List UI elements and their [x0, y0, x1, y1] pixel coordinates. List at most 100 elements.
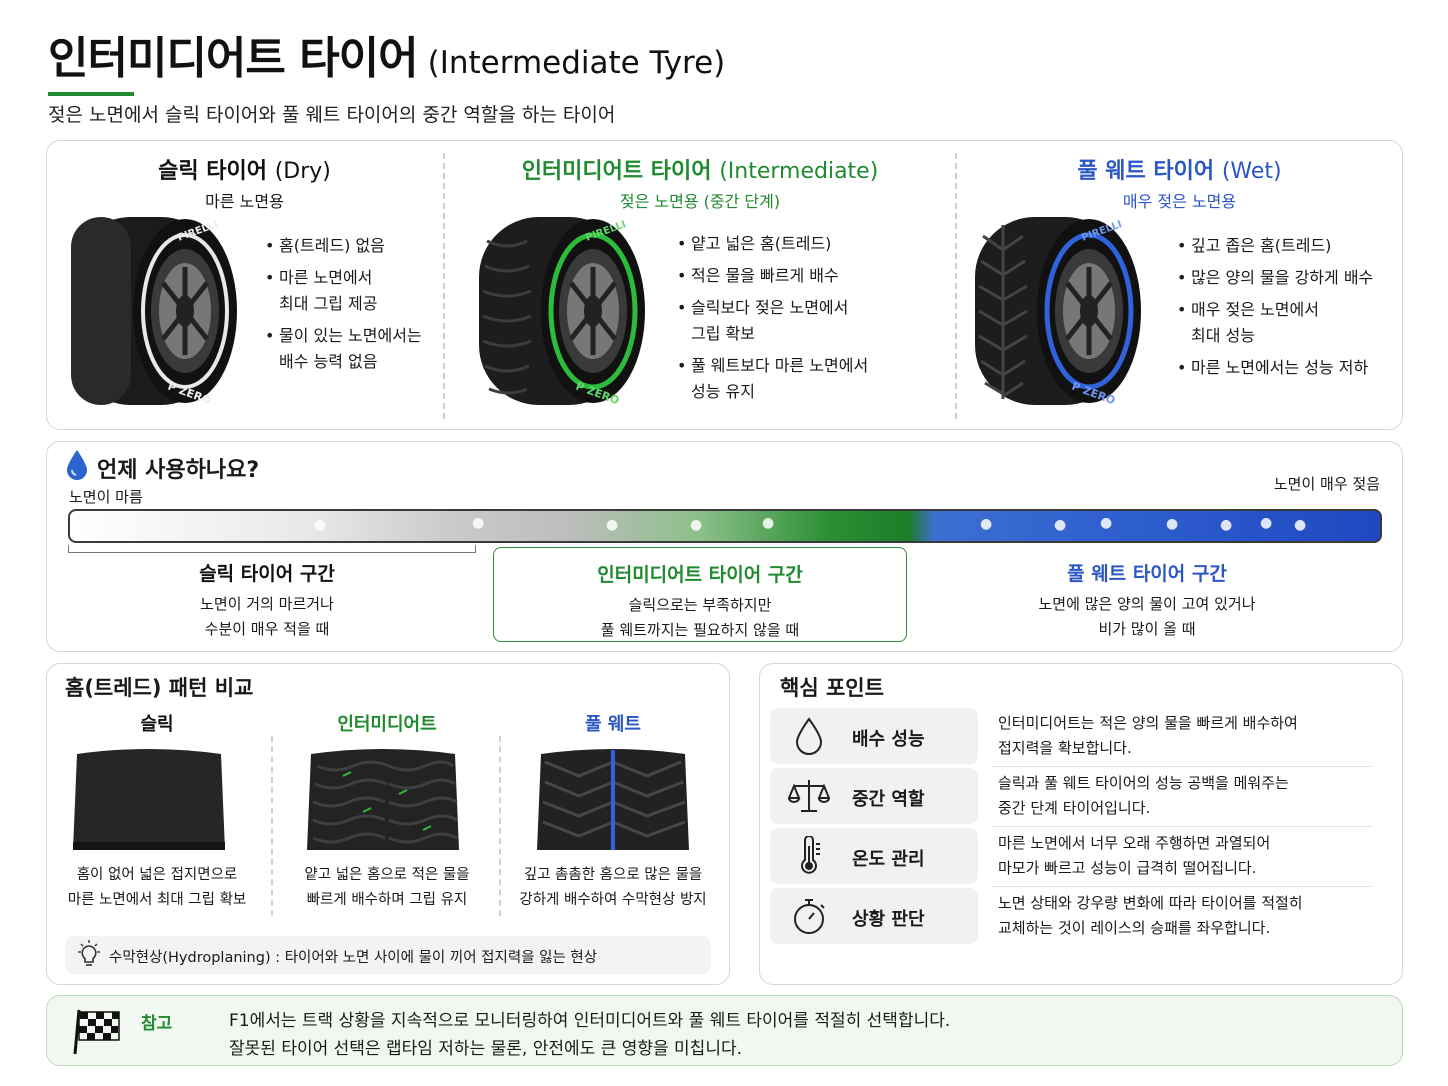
list-item: 물이 있는 노면에서는 배수 능력 없음: [265, 323, 422, 375]
drop-icon: ●: [1260, 515, 1273, 531]
tyre-types-panel: 슬릭 타이어 (Dry) 마른 노면용 PIRELLI P ZERO 홈(트레드…: [46, 140, 1403, 430]
list-item: 적은 물을 빠르게 배수: [677, 263, 868, 289]
tread-slick-desc: 홈이 없어 넓은 접지면으로 마른 노면에서 최대 그립 확보: [67, 867, 247, 908]
point-badge: 온도 관리: [770, 828, 978, 884]
tread-intermediate-desc: 얕고 넓은 홈으로 적은 물을 빠르게 배수하며 그립 유지: [304, 867, 470, 908]
type-wet-title: 풀 웨트 타이어 (Wet): [957, 153, 1402, 185]
page-title: 인터미디어트 타이어(Intermediate Tyre): [48, 22, 725, 86]
type-slick: 슬릭 타이어 (Dry) 마른 노면용 PIRELLI P ZERO 홈(트레드…: [47, 141, 442, 431]
drop-icon: ●: [1220, 517, 1233, 533]
zone-wet-desc: 노면에 많은 양의 물이 고여 있거나 비가 많이 올 때: [1038, 595, 1256, 638]
point-label: 배수 성능: [852, 729, 925, 750]
type-wet-title-en: (Wet): [1221, 159, 1282, 184]
thermometer-icon: [801, 836, 820, 874]
dry-label: 노면이 마름: [69, 488, 143, 506]
hydroplaning-tip: 수막현상(Hydroplaning) : 타이어와 노면 사이에 물이 끼어 접…: [65, 936, 711, 974]
stopwatch-icon: [794, 899, 825, 934]
point-drainage: 배수 성능 인터미디어트는 적은 양의 물을 빠르게 배수하여 접지력을 확보합…: [770, 708, 1390, 767]
type-slick-title-en: (Dry): [274, 159, 331, 184]
divider: [271, 736, 273, 916]
divider: [955, 153, 957, 419]
intermediate-tread-icon: [307, 749, 459, 850]
point-badge: 상황 판단: [770, 888, 978, 944]
balance-scale-icon: [788, 780, 830, 812]
divider: [499, 736, 501, 916]
divider: [992, 766, 1372, 767]
note-text: F1에서는 트랙 상황을 지속적으로 모니터링하여 인터미디어트와 풀 웨트 타…: [229, 1011, 951, 1059]
type-intermediate: 인터미디어트 타이어 (Intermediate) 젖은 노면용 (중간 단계)…: [445, 141, 955, 431]
divider: [992, 826, 1372, 827]
header: 인터미디어트 타이어(Intermediate Tyre): [48, 22, 725, 96]
zone-slick: 슬릭 타이어 구간 노면이 거의 마르거나 수분이 매우 적을 때: [67, 547, 467, 642]
list-item: 마른 노면에서 최대 그립 제공: [265, 265, 422, 317]
when-title: 언제 사용하나요?: [97, 458, 260, 483]
type-intermediate-title: 인터미디어트 타이어 (Intermediate): [445, 153, 955, 185]
points-title: 핵심 포인트: [780, 676, 884, 700]
type-wet: 풀 웨트 타이어 (Wet) 매우 젖은 노면용 PIRELLI P ZERO …: [957, 141, 1402, 431]
zone-slick-title: 슬릭 타이어 구간: [199, 563, 335, 585]
type-slick-title-ko: 슬릭 타이어: [158, 159, 268, 184]
point-desc: 슬릭과 풀 웨트 타이어의 성능 공백을 메워주는 중간 단계 타이어입니다.: [998, 774, 1289, 817]
zone-wet-title: 풀 웨트 타이어 구간: [1067, 563, 1227, 585]
list-item: 홈(트레드) 없음: [265, 233, 422, 259]
water-drop-icon: [795, 717, 823, 755]
tread-wet-desc: 깊고 촘촘한 홈으로 많은 물을 강하게 배수하여 수막현상 방지: [519, 867, 707, 908]
water-drop-icon: [67, 450, 87, 480]
drop-icon: ●: [472, 515, 485, 531]
point-badge: 중간 역할: [770, 768, 978, 824]
slick-tread-icon: [73, 749, 225, 850]
point-temperature: 온도 관리 마른 노면에서 너무 오래 주행하면 과열되어 마모가 빠르고 성능…: [770, 828, 1390, 887]
page-title-en: (Intermediate Tyre): [427, 45, 726, 81]
drop-icon: ●: [690, 517, 703, 533]
page-subtitle: 젖은 노면에서 슬릭 타이어와 풀 웨트 타이어의 중간 역할을 하는 타이어: [48, 104, 616, 126]
type-intermediate-bullets: 얕고 넓은 홈(트레드) 적은 물을 빠르게 배수 슬릭보다 젖은 노면에서 그…: [677, 231, 868, 411]
point-desc: 노면 상태와 강우량 변화에 따라 타이어를 적절히 교체하는 것이 레이스의 …: [998, 894, 1303, 937]
list-item: 마른 노면에서는 성능 저하: [1177, 355, 1373, 381]
key-points-panel: 핵심 포인트 배수 성능 인터미디어트는 적은 양의 물을 빠르게 배수하여 접…: [759, 663, 1403, 985]
page-title-ko: 인터미디어트 타이어: [48, 33, 419, 84]
tread-intermediate-title: 인터미디어트: [337, 714, 437, 735]
type-wet-subtitle: 매우 젖은 노면용: [1122, 192, 1237, 211]
note-label: 참고: [141, 1014, 173, 1034]
divider: [443, 153, 445, 419]
drop-icon: ●: [606, 517, 619, 533]
type-intermediate-title-en: (Intermediate): [719, 159, 879, 184]
zone-intermediate-title: 인터미디어트 타이어 구간: [597, 564, 803, 586]
zone-slick-desc: 노면이 거의 마르거나 수분이 매우 적을 때: [200, 595, 334, 638]
type-wet-title-ko: 풀 웨트 타이어: [1077, 159, 1215, 184]
list-item: 매우 젖은 노면에서 최대 성능: [1177, 297, 1373, 349]
type-wet-bullets: 깊고 좁은 홈(트레드) 많은 양의 물을 강하게 배수 매우 젖은 노면에서 …: [1177, 233, 1373, 387]
drop-icon: ●: [314, 517, 327, 533]
point-label: 온도 관리: [852, 849, 925, 870]
type-slick-subtitle: 마른 노면용: [205, 192, 284, 211]
drop-icon: ●: [762, 515, 775, 531]
point-label: 상황 판단: [852, 909, 925, 930]
point-desc: 마른 노면에서 너무 오래 주행하면 과열되어 마모가 빠르고 성능이 급격히 …: [998, 834, 1271, 877]
type-intermediate-subtitle: 젖은 노면용 (중간 단계): [619, 192, 781, 211]
tread-title: 홈(트레드) 패턴 비교: [65, 676, 254, 700]
list-item: 풀 웨트보다 마른 노면에서 성능 유지: [677, 353, 868, 405]
drop-icon: ●: [1054, 517, 1067, 533]
slick-tyre-icon: PIRELLI P ZERO: [71, 217, 237, 407]
zone-intermediate-desc: 슬릭으로는 부족하지만 풀 웨트까지는 필요하지 않을 때: [600, 596, 800, 639]
wet-label: 노면이 매우 젖음: [1273, 475, 1380, 493]
list-item: 깊고 좁은 홈(트레드): [1177, 233, 1373, 259]
slick-range-bracket: [68, 545, 476, 553]
tip-text: 수막현상(Hydroplaning) : 타이어와 노면 사이에 물이 끼어 접…: [109, 950, 598, 966]
zone-intermediate: 인터미디어트 타이어 구간 슬릭으로는 부족하지만 풀 웨트까지는 필요하지 않…: [493, 547, 907, 642]
type-slick-bullets: 홈(트레드) 없음 마른 노면에서 최대 그립 제공 물이 있는 노면에서는 배…: [265, 233, 422, 381]
tread-slick-title: 슬릭: [140, 714, 174, 735]
lightbulb-icon: [78, 940, 100, 966]
drop-icon: ●: [1294, 517, 1307, 533]
drop-icon: ●: [1100, 515, 1113, 531]
note-panel: 참고 F1에서는 트랙 상황을 지속적으로 모니터링하여 인터미디어트와 풀 웨…: [46, 995, 1403, 1066]
intermediate-tyre-icon: PIRELLI P ZERO: [479, 217, 645, 407]
point-middle-role: 중간 역할 슬릭과 풀 웨트 타이어의 성능 공백을 메워주는 중간 단계 타이…: [770, 768, 1390, 827]
type-slick-title: 슬릭 타이어 (Dry): [47, 153, 442, 185]
type-intermediate-title-ko: 인터미디어트 타이어: [521, 159, 712, 184]
divider: [992, 886, 1372, 887]
when-to-use-panel: 언제 사용하나요? 노면이 마름 노면이 매우 젖음 ● ● ● ● ● ● ●…: [46, 441, 1403, 652]
point-badge: 배수 성능: [770, 708, 978, 764]
wetness-gauge: ● ● ● ● ● ● ● ● ● ● ● ●: [68, 509, 1382, 543]
title-underline: [48, 92, 134, 96]
